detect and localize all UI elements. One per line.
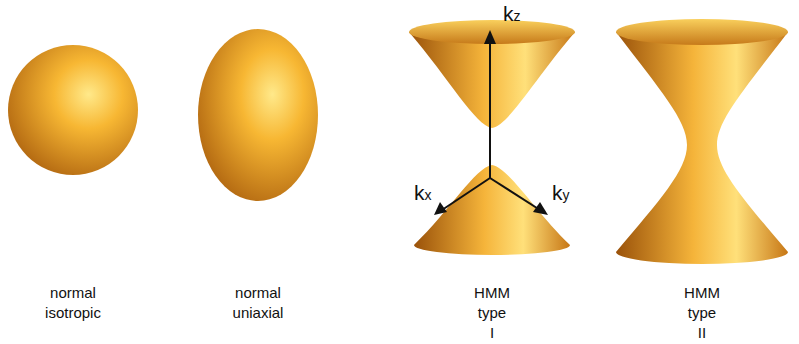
axes	[442, 40, 540, 210]
axis-arrowheads	[434, 30, 548, 215]
hyperboloid-sheet	[409, 32, 575, 128]
surface-caption: normal isotropic	[45, 283, 101, 323]
surface-caption: HMM type I	[474, 283, 510, 343]
sheet-rim	[616, 19, 788, 45]
axis-label: kx	[414, 183, 432, 205]
axis-label: kz	[503, 4, 521, 26]
sheet-rim	[409, 20, 575, 44]
axis-label: ky	[552, 183, 570, 205]
hyperboloid-sheet	[414, 165, 570, 255]
surface-caption: HMM type II	[684, 283, 720, 343]
surface-caption: normal uniaxial	[233, 283, 284, 323]
ellipsoid-surface	[198, 29, 318, 201]
hyperboloid-one-sheet	[616, 32, 788, 264]
sphere-surface	[8, 45, 138, 175]
